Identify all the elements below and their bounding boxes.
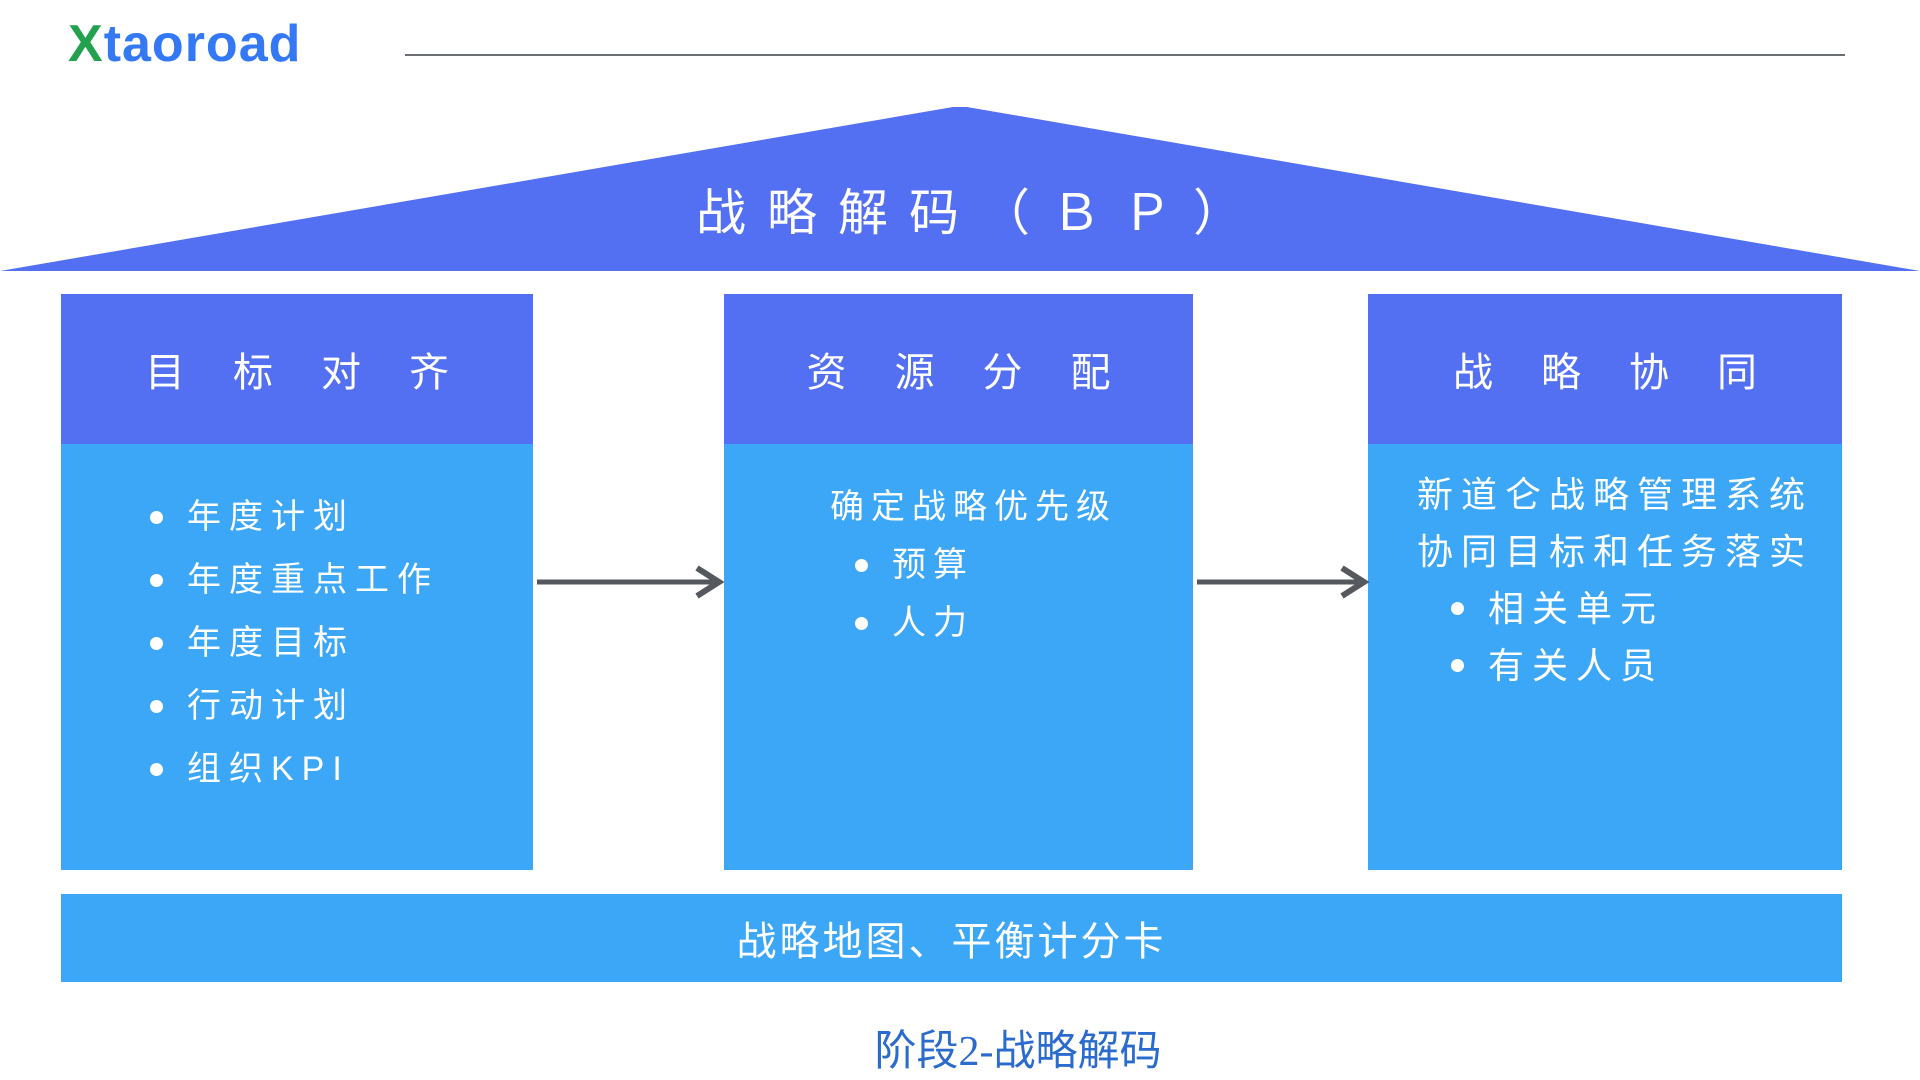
pillar-intro-line: 确定战略优先级 [830, 488, 1117, 526]
bullet-dot-icon [150, 637, 163, 650]
list-item: 预算 [855, 536, 1183, 594]
list-item: 人力 [855, 594, 1183, 652]
list-item-label: 有关人员 [1488, 645, 1665, 686]
slide-caption: 阶段2-战略解码 [874, 1029, 1162, 1075]
pillar-strategy-synergy: 战略协同 新道仑战略管理系统 协同目标和任务落实 相关单元 有关人员 [1368, 294, 1842, 870]
list-item: 年度计划 [150, 486, 523, 549]
pillar-intro-line: 协同目标和任务落实 [1417, 531, 1814, 572]
list-item-label: 年度重点工作 [187, 561, 439, 599]
list-item: 有关人员 [1451, 637, 1832, 694]
list-item-label: 预算 [892, 546, 974, 584]
list-item: 组织KPI [150, 738, 523, 801]
bullet-dot-icon [855, 616, 868, 630]
roof-title: 战略解码（ＢＰ） [696, 185, 1264, 241]
pillar-goal-alignment: 目标对齐 年度计划 年度重点工作 年度目标 行动计划 组织KPI [61, 294, 533, 870]
pillar-body: 年度计划 年度重点工作 年度目标 行动计划 组织KPI [61, 444, 533, 870]
bullet-dot-icon [1451, 659, 1464, 672]
pillar-header: 目标对齐 [61, 294, 533, 444]
list-item: 年度重点工作 [150, 549, 523, 612]
foundation-bar: 战略地图、平衡计分卡 [61, 894, 1842, 982]
bullet-dot-icon [150, 574, 163, 587]
pillar-header: 战略协同 [1368, 294, 1842, 444]
list-item-label: 人力 [892, 604, 974, 642]
roof-triangle [0, 107, 1920, 271]
arrow-right-icon [537, 565, 725, 599]
list-item-label: 组织KPI [187, 750, 350, 788]
bullet-dot-icon [855, 558, 868, 572]
list-item-label: 相关单元 [1488, 588, 1665, 629]
header-divider-line [405, 54, 1845, 56]
pillar-body: 确定战略优先级 预算 人力 [724, 444, 1193, 870]
list-item-label: 年度目标 [187, 624, 355, 662]
logo: Xtaoroad [68, 16, 301, 72]
pillar-header-label: 战略协同 [1453, 350, 1805, 395]
list-item-label: 年度计划 [187, 498, 355, 536]
pillar-header-label: 资源分配 [806, 350, 1159, 395]
bullet-dot-icon [150, 763, 163, 776]
bullet-dot-icon [1451, 602, 1464, 615]
bullet-list: 相关单元 有关人员 [1417, 580, 1832, 694]
arrow-right-icon [1197, 565, 1370, 599]
pillar-intro-line: 新道仑战略管理系统 [1417, 474, 1814, 515]
bullet-dot-icon [150, 511, 163, 524]
bullet-list: 年度计划 年度重点工作 年度目标 行动计划 组织KPI [150, 486, 523, 801]
list-item: 行动计划 [150, 675, 523, 738]
logo-wordmark: taoroad [103, 15, 302, 73]
bullet-list: 预算 人力 [830, 536, 1183, 652]
foundation-bar-label: 战略地图、平衡计分卡 [736, 919, 1167, 964]
logo-x-letter: X [68, 15, 104, 73]
list-item: 年度目标 [150, 612, 523, 675]
list-item: 相关单元 [1451, 580, 1832, 637]
pillar-body: 新道仑战略管理系统 协同目标和任务落实 相关单元 有关人员 [1368, 444, 1842, 870]
list-item-label: 行动计划 [187, 687, 355, 725]
pillar-resource-allocation: 资源分配 确定战略优先级 预算 人力 [724, 294, 1193, 870]
pillar-header: 资源分配 [724, 294, 1193, 444]
bullet-dot-icon [150, 700, 163, 713]
pillar-header-label: 目标对齐 [145, 350, 497, 395]
